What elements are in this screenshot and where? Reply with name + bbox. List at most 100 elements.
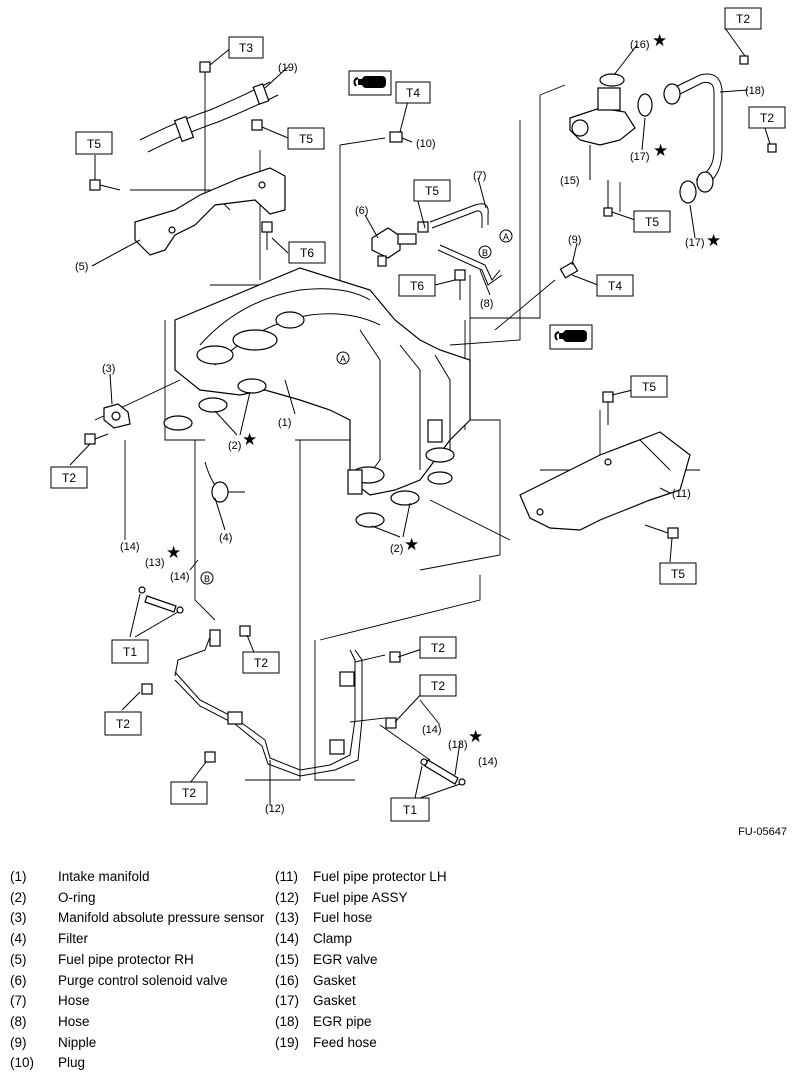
star-icon: ★ — [706, 231, 721, 250]
svg-text:B: B — [482, 248, 488, 258]
callout-11: (11) — [672, 488, 691, 500]
svg-text:T2: T2 — [116, 717, 130, 731]
callout-16: (16) — [630, 39, 650, 51]
callout-14: (14) — [170, 571, 190, 583]
callout-15: (15) — [560, 175, 580, 187]
torque-box-t5: T5 — [630, 375, 668, 398]
svg-text:T2: T2 — [431, 679, 445, 693]
legend-item: (7)Hose — [10, 993, 90, 1009]
svg-text:T4: T4 — [406, 86, 420, 100]
torque-box-t6: T6 — [288, 241, 326, 264]
fuel-pipe-protector-rh — [134, 167, 286, 256]
torque-box-t2: T2 — [748, 106, 786, 129]
star-icon: ★ — [404, 535, 419, 554]
legend-left: (1)Intake manifold (2)O-ring (3)Manifold… — [10, 867, 264, 1074]
torque-box-t3: T3 — [228, 36, 264, 59]
callout-12: (12) — [265, 803, 285, 815]
torque-box-t5: T5 — [633, 210, 671, 233]
star-icon: ★ — [166, 543, 181, 562]
o-rings-right — [355, 471, 453, 528]
o-rings-left — [163, 378, 267, 431]
svg-text:A: A — [503, 232, 509, 242]
svg-text:T1: T1 — [123, 645, 137, 659]
callout-6: (6) — [355, 205, 368, 217]
svg-text:T4: T4 — [608, 279, 622, 293]
legend-item: (15)EGR valve — [275, 951, 378, 967]
hose-8 — [437, 244, 503, 286]
intake-manifold — [174, 267, 471, 496]
torque-box-t2: T2 — [419, 674, 457, 697]
legend-item: (12)Fuel pipe ASSY — [275, 889, 408, 905]
callout-19: (19) — [278, 62, 298, 74]
torque-box-t5: T5 — [659, 562, 697, 585]
callout-4: (4) — [219, 532, 232, 544]
callout-13: (13) — [448, 739, 468, 751]
callout-1: (1) — [278, 417, 291, 429]
legend-item: (8)Hose — [10, 1013, 90, 1029]
legend-item: (1)Intake manifold — [10, 869, 150, 884]
fuel-pipe-assy — [174, 629, 363, 777]
svg-text:T3: T3 — [239, 41, 253, 55]
callout-18: (18) — [745, 85, 765, 97]
svg-text:T2: T2 — [254, 656, 268, 670]
feed-hose — [139, 81, 279, 153]
svg-text:T6: T6 — [410, 279, 424, 293]
legend-item: (3)Manifold absolute pressure sensor — [10, 910, 265, 926]
callout-2: (2) — [390, 543, 403, 555]
svg-text:T2: T2 — [760, 111, 774, 125]
svg-text:B: B — [204, 574, 210, 584]
svg-text:T5: T5 — [87, 137, 101, 151]
callout-13: (13) — [145, 557, 165, 569]
svg-text:T2: T2 — [182, 786, 196, 800]
legend-item: (18)EGR pipe — [275, 1013, 372, 1029]
torque-box-t2: T2 — [50, 466, 88, 489]
callout-5: (5) — [75, 261, 88, 273]
torque-box-t4: T4 — [395, 81, 431, 104]
legend-item: (4)Filter — [10, 931, 88, 947]
part-callouts: (19) (10) (16) (18) (17) (15) (17) (6) (… — [75, 39, 765, 815]
callout-14: (14) — [120, 541, 140, 553]
callout-9: (9) — [568, 234, 581, 246]
svg-text:T5: T5 — [642, 380, 656, 394]
sealant-icon — [348, 70, 392, 96]
callout-14: (14) — [478, 756, 498, 768]
torque-box-t4: T4 — [596, 274, 634, 297]
torque-box-t2: T2 — [170, 781, 208, 805]
legend-item: (14)Clamp — [275, 931, 353, 947]
purge-control-solenoid-valve — [371, 227, 417, 267]
star-icons: ★ ★ ★ ★ ★ ★ ★ — [166, 31, 721, 746]
legend-item: (11)Fuel pipe protector LH — [275, 869, 447, 884]
egr-pipe — [663, 73, 723, 193]
callout-3: (3) — [102, 363, 115, 375]
plug — [389, 131, 403, 143]
star-icon: ★ — [242, 430, 257, 449]
reference-mark-a: A — [336, 351, 350, 365]
legend-item: (17)Gasket — [275, 993, 356, 1009]
fuel-hose-right — [420, 758, 466, 786]
egr-valve — [569, 87, 636, 146]
bolts — [84, 55, 777, 763]
torque-box-t6: T6 — [398, 274, 436, 297]
torque-box-t2: T2 — [419, 636, 457, 659]
callout-17: (17) — [630, 151, 650, 163]
fuel-hose-left — [138, 586, 184, 614]
torque-box-t5: T5 — [287, 127, 325, 150]
callout-2: (2) — [228, 440, 241, 452]
callout-17: (17) — [685, 237, 705, 249]
torque-box-t5: T5 — [413, 179, 451, 202]
svg-text:T5: T5 — [671, 567, 685, 581]
svg-text:T2: T2 — [431, 641, 445, 655]
legend-item: (19)Feed hose — [275, 1034, 377, 1050]
callout-7: (7) — [473, 170, 486, 182]
svg-text:A: A — [340, 354, 346, 364]
svg-text:T5: T5 — [425, 184, 439, 198]
legend-item: (9)Nipple — [10, 1034, 97, 1050]
reference-mark-b: B — [478, 245, 492, 259]
svg-text:T1: T1 — [403, 803, 417, 817]
filter — [204, 461, 245, 503]
callout-8: (8) — [480, 298, 493, 310]
reference-mark-a: A — [499, 229, 513, 243]
exploded-parts-diagram: A B A B ★ ★ ★ ★ ★ ★ ★ T3 T4 T5 T5 T2 — [50, 7, 786, 822]
callout-14: (14) — [422, 724, 442, 736]
legend-item: (5)Fuel pipe protector RH — [10, 951, 194, 967]
